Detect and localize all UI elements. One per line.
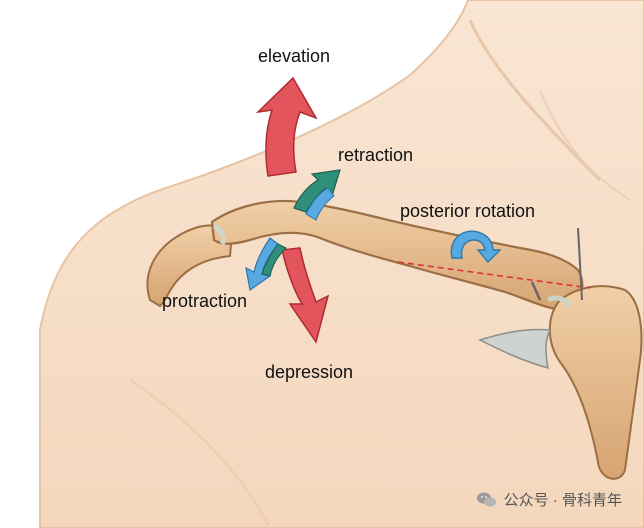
neck-contour-2: [539, 89, 631, 201]
label-protraction: protraction: [162, 291, 248, 311]
retraction-arrow: [293, 169, 341, 213]
posterior-rotation-arrow: [450, 230, 502, 264]
rotation-axis-line: [397, 261, 591, 289]
sc-joint: [546, 295, 573, 308]
watermark-text: 公众号 · 骨科青年: [503, 492, 622, 509]
first-rib: [478, 328, 552, 370]
ac-joint: [212, 223, 227, 246]
elevation-arrow: [255, 76, 318, 177]
neck-contour: [468, 19, 602, 182]
arm-contour: [129, 378, 272, 528]
axis-pin-2: [530, 281, 542, 301]
watermark: 公众号 · 骨科青年: [476, 489, 622, 510]
label-elevation: elevation: [258, 46, 331, 66]
protraction-arrow-green: [261, 243, 287, 277]
depression-arrow: [281, 247, 330, 344]
label-posterior-rotation: posterior rotation: [400, 201, 536, 221]
label-depression: depression: [265, 362, 354, 382]
label-retraction: retraction: [338, 145, 414, 165]
axis-pin: [577, 227, 583, 301]
sternum: [548, 285, 643, 480]
wechat-icon: [476, 492, 496, 507]
retraction-arrow-blue: [305, 187, 335, 221]
